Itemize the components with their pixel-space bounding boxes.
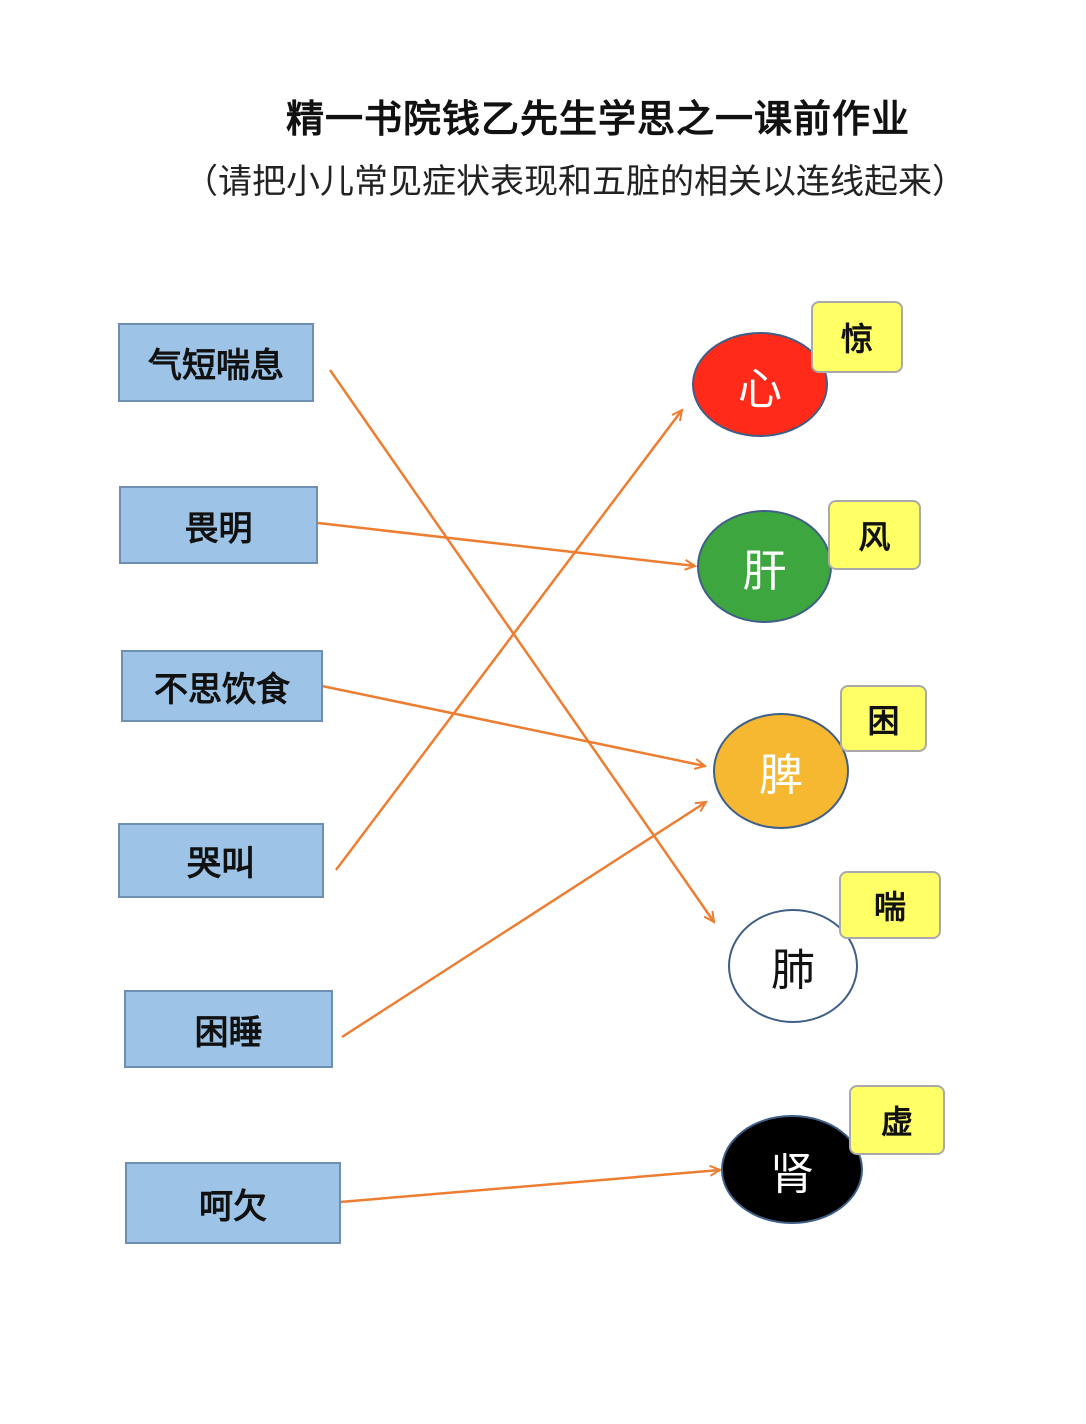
line-crying-to-heart (335, 408, 684, 871)
organ-spleen: 脾 (713, 713, 849, 829)
line-sleepiness-to-spleen (341, 800, 708, 1039)
line-shortness-of-breath-to-lung (328, 369, 716, 924)
tag-sleepy: 困 (840, 685, 927, 752)
tag-wheeze: 喘 (839, 871, 941, 939)
line-no-appetite-to-spleen (321, 684, 708, 770)
symptom-box-shortness-of-breath: 气短喘息 (118, 323, 314, 402)
tag-fright: 惊 (811, 301, 903, 373)
symptom-box-no-appetite: 不思饮食 (121, 650, 323, 722)
symptom-box-crying: 哭叫 (118, 823, 324, 898)
organ-liver: 肝 (697, 510, 832, 623)
page-subtitle: （请把小儿常见症状表现和五脏的相关以连线起来） (184, 162, 966, 202)
line-photophobia-to-liver (317, 521, 698, 571)
page-title: 精一书院钱乙先生学思之一课前作业 (285, 96, 910, 141)
tag-deficiency: 虚 (849, 1085, 945, 1155)
symptom-box-yawning: 呵欠 (125, 1162, 341, 1244)
line-yawning-to-kidney (339, 1164, 723, 1204)
organ-lung: 肺 (728, 909, 858, 1023)
tag-wind: 风 (828, 500, 921, 570)
symptom-box-sleepiness: 困睡 (124, 990, 333, 1068)
organ-kidney: 肾 (721, 1115, 863, 1224)
organ-heart: 心 (692, 332, 828, 437)
symptom-box-photophobia: 畏明 (119, 486, 318, 564)
